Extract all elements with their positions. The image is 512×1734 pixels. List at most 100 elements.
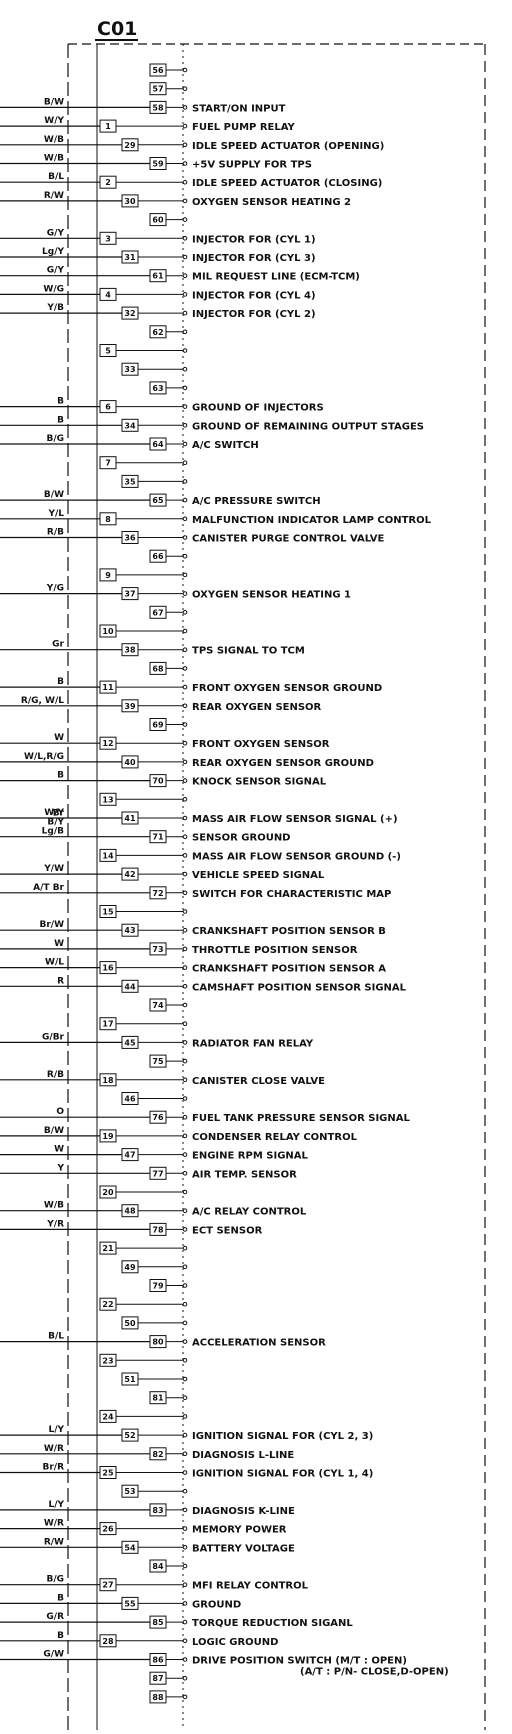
pin-description: INJECTOR FOR (CYL 4) (192, 290, 316, 301)
terminal-dot (182, 1358, 188, 1363)
terminal-dot (182, 198, 188, 204)
pin-number: 76 (152, 1113, 164, 1122)
terminal-dot (182, 778, 188, 783)
pin-description: MFI RELAY CONTROL (192, 1581, 309, 1592)
terminal-dot (182, 1171, 188, 1176)
pin-number: 59 (152, 160, 164, 169)
terminal-dot (182, 1432, 188, 1438)
pin-number: 69 (152, 721, 164, 730)
terminal-dot (182, 628, 188, 634)
wire-color-label: Y/W (43, 864, 64, 874)
terminal-dot (182, 1320, 188, 1326)
pin-number: 18 (102, 1076, 114, 1085)
terminal-dot (182, 86, 188, 91)
wire-color-label: Y/G (46, 584, 64, 594)
terminal-dot (182, 497, 188, 503)
pin-number: 65 (152, 496, 164, 505)
pin-description: INJECTOR FOR (CYL 3) (192, 253, 316, 264)
wire-color-label: O (56, 1107, 64, 1117)
wire-color-label: B/G (46, 1575, 64, 1585)
pin-number: 60 (152, 216, 164, 225)
wire-color-label: W/G (43, 284, 64, 294)
pin-number: 43 (124, 926, 135, 935)
pin-number: 62 (152, 328, 163, 337)
terminal-dot (182, 984, 188, 989)
pin-description: OXYGEN SENSOR HEATING 2 (192, 197, 351, 208)
pin-number: 26 (102, 1525, 114, 1534)
terminal-dot (182, 1563, 188, 1569)
wire-color-label: Br (53, 809, 65, 819)
wire-color-label: R/B (47, 528, 64, 538)
pin-description: DRIVE POSITION SWITCH (M/T : OPEN) (192, 1656, 407, 1667)
pin-number: 7 (105, 459, 111, 468)
terminal-dot (182, 1694, 188, 1700)
pin-number: 17 (102, 1020, 113, 1029)
pin-number: 83 (152, 1506, 163, 1515)
pin-number: 63 (152, 384, 163, 393)
pin-number: 70 (152, 777, 164, 786)
wire-color-label: G/R (46, 1612, 64, 1622)
terminal-dot (182, 1395, 188, 1400)
pin-number: 35 (124, 477, 136, 486)
terminal-dot (182, 1582, 188, 1587)
terminal-dot (182, 123, 188, 129)
terminal-dot (182, 1675, 188, 1681)
pin-description: MEMORY POWER (192, 1525, 287, 1536)
pin-number: 31 (124, 253, 136, 262)
terminal-dot (182, 1301, 188, 1307)
pin-number: 24 (102, 1412, 114, 1421)
terminal-dot (182, 759, 188, 765)
pin-number: 28 (102, 1637, 114, 1646)
pin-description: A/C PRESSURE SWITCH (192, 496, 321, 507)
pin-number: 20 (102, 1188, 114, 1197)
wire-color-label: B (57, 677, 64, 687)
pin-number: 15 (102, 908, 114, 917)
wire-color-label: R (57, 976, 64, 986)
terminal-dot (182, 404, 188, 409)
terminal-dot (182, 722, 188, 727)
pin-description: RADIATOR FAN RELAY (192, 1038, 314, 1049)
wire-color-label: Lg/Y (42, 247, 64, 257)
pin-description: CONDENSER RELAY CONTROL (192, 1132, 358, 1143)
terminal-dot (182, 1507, 188, 1513)
terminal-dot (182, 142, 188, 148)
pin-number: 9 (105, 571, 111, 580)
pin-number: 42 (124, 870, 135, 879)
pin-number: 49 (124, 1263, 136, 1272)
wire-color-label: B/W (44, 1126, 64, 1136)
pin-number: 47 (124, 1151, 135, 1160)
pin-number: 68 (152, 664, 164, 673)
pin-number: 75 (152, 1057, 164, 1066)
pin-number: 11 (102, 683, 114, 692)
pin-number: 67 (152, 608, 163, 617)
wire-color-label: R/W (44, 1537, 64, 1547)
pin-description: IDLE SPEED ACTUATOR (OPENING) (192, 141, 384, 152)
pin-number: 82 (152, 1450, 163, 1459)
wire-color-label: W (54, 733, 64, 743)
terminal-dot (182, 161, 188, 166)
pin-description: IGNITION SIGNAL FOR (CYL 1, 4) (192, 1469, 373, 1480)
wire-color-label: B/Y (47, 818, 64, 828)
terminal-dot (182, 1114, 188, 1120)
terminal-dot (182, 273, 188, 279)
pin-number: 3 (105, 234, 111, 243)
pin-number: 58 (152, 103, 164, 112)
wire-color-label: W/Y (44, 808, 64, 818)
pin-number: 64 (152, 440, 164, 449)
terminal-dot (182, 1376, 188, 1382)
wire-color-label: W/L,R/G (24, 752, 64, 762)
pin-description: AIR TEMP. SENSOR (192, 1169, 297, 1180)
terminal-dot (182, 217, 188, 222)
terminal-dot (182, 572, 188, 578)
terminal-dot (182, 553, 188, 559)
pin-number: 85 (152, 1618, 164, 1627)
wire-color-label: B/L (48, 172, 64, 182)
terminal-dot (182, 1040, 188, 1045)
pin-number: 56 (152, 66, 164, 75)
terminal-dot (182, 348, 188, 353)
terminal-dot (182, 1152, 188, 1157)
pin-number: 16 (102, 964, 114, 973)
pin-number: 2 (105, 178, 111, 187)
wire-color-label: W/R (44, 1444, 64, 1454)
pin-number: 77 (152, 1169, 163, 1178)
